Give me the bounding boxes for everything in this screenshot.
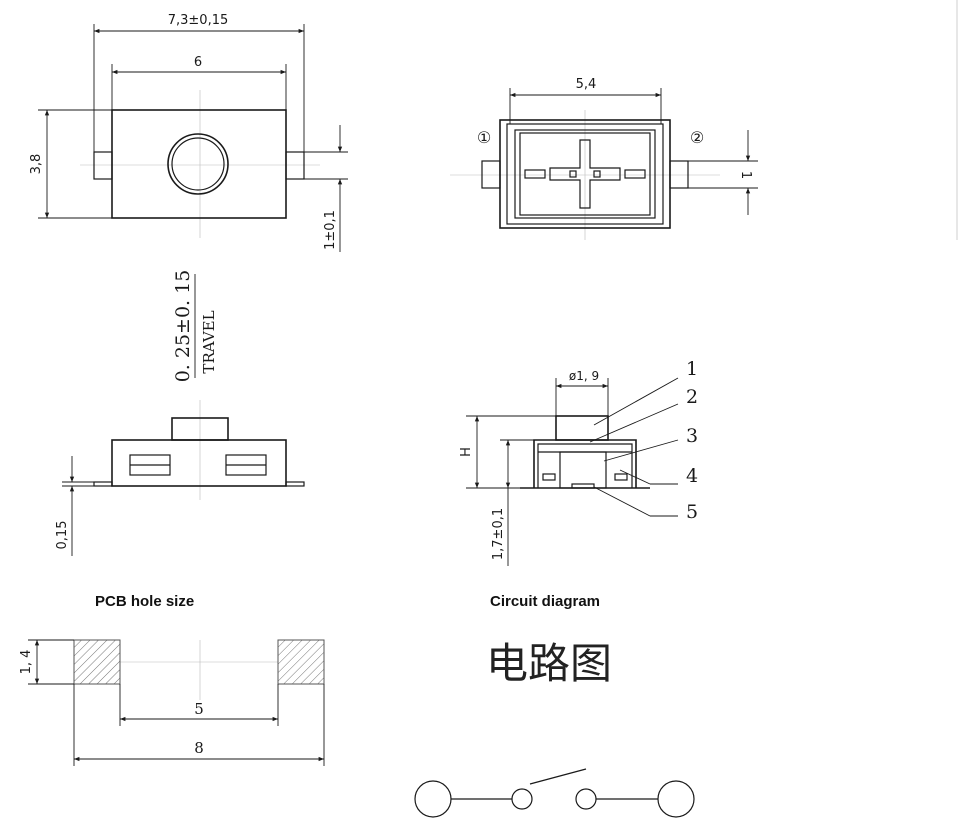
terminal-right	[657, 780, 695, 818]
section-base-dim: 1,7±0,1	[491, 508, 506, 560]
section-height-label: H	[459, 447, 474, 457]
top-inner-width-dim: 6	[194, 55, 202, 70]
circuit-switch-symbol	[414, 768, 695, 818]
top-terminal-dim: 1±0,1	[323, 210, 338, 250]
side-thickness-dim: 0,15	[55, 521, 70, 550]
pcb-heading: PCB hole size	[95, 593, 194, 610]
front-view: 5,4 ① ② 1	[450, 77, 758, 240]
top-height-dim: 3,8	[29, 154, 44, 175]
top-view-terminal-left	[93, 151, 113, 180]
pcb-pad-right	[277, 639, 325, 685]
actuator-circle-outer	[167, 133, 229, 195]
pcb-pad-dim: 1, 4	[19, 650, 34, 675]
part-number-5: 5	[686, 501, 698, 523]
part-number-2: 2	[686, 386, 698, 408]
top-view: 7,3±0,15 6 3,8 1±0,1	[29, 13, 348, 252]
part-number-1: 1	[686, 358, 698, 380]
pin-2-label: ②	[690, 128, 704, 147]
section-diameter-dim: ø1, 9	[569, 369, 599, 383]
travel-value: 0. 25±0. 15	[172, 270, 194, 383]
circuit-chinese-title: 电路图	[486, 639, 612, 688]
part-number-3: 3	[686, 425, 698, 447]
section-dome	[559, 451, 607, 489]
front-width-dim: 5,4	[576, 77, 597, 92]
front-terminal-dim: 1	[738, 171, 753, 179]
section-view: ø1, 9 H 1,7±0,1 1 2 3 4 5	[459, 358, 698, 566]
front-cross	[549, 139, 621, 209]
pcb-outer-dim: 8	[194, 739, 204, 757]
terminal-left	[414, 780, 452, 818]
top-view-terminal-right	[285, 151, 305, 180]
actuator-circle-inner	[171, 137, 225, 191]
side-body	[111, 439, 287, 487]
section-actuator	[555, 415, 609, 441]
travel-annotation: 0. 25±0. 15 TRAVEL	[172, 270, 218, 383]
part-number-4: 4	[686, 465, 698, 487]
pin-1-label: ①	[477, 128, 491, 147]
pcb-hole-layout: 1, 4 5 8	[19, 639, 325, 766]
top-width-dim: 7,3±0,15	[168, 13, 229, 28]
switch-contact-arm	[529, 768, 587, 785]
top-view-body	[111, 109, 287, 219]
circuit-heading: Circuit diagram	[490, 593, 600, 610]
front-terminal-right	[669, 160, 689, 189]
travel-label: TRAVEL	[200, 310, 218, 373]
pcb-inner-dim: 5	[194, 700, 204, 718]
pcb-pad-left	[73, 639, 121, 685]
side-view: 0,15	[55, 400, 305, 556]
section-body	[533, 439, 637, 488]
front-terminal-left	[481, 160, 501, 189]
